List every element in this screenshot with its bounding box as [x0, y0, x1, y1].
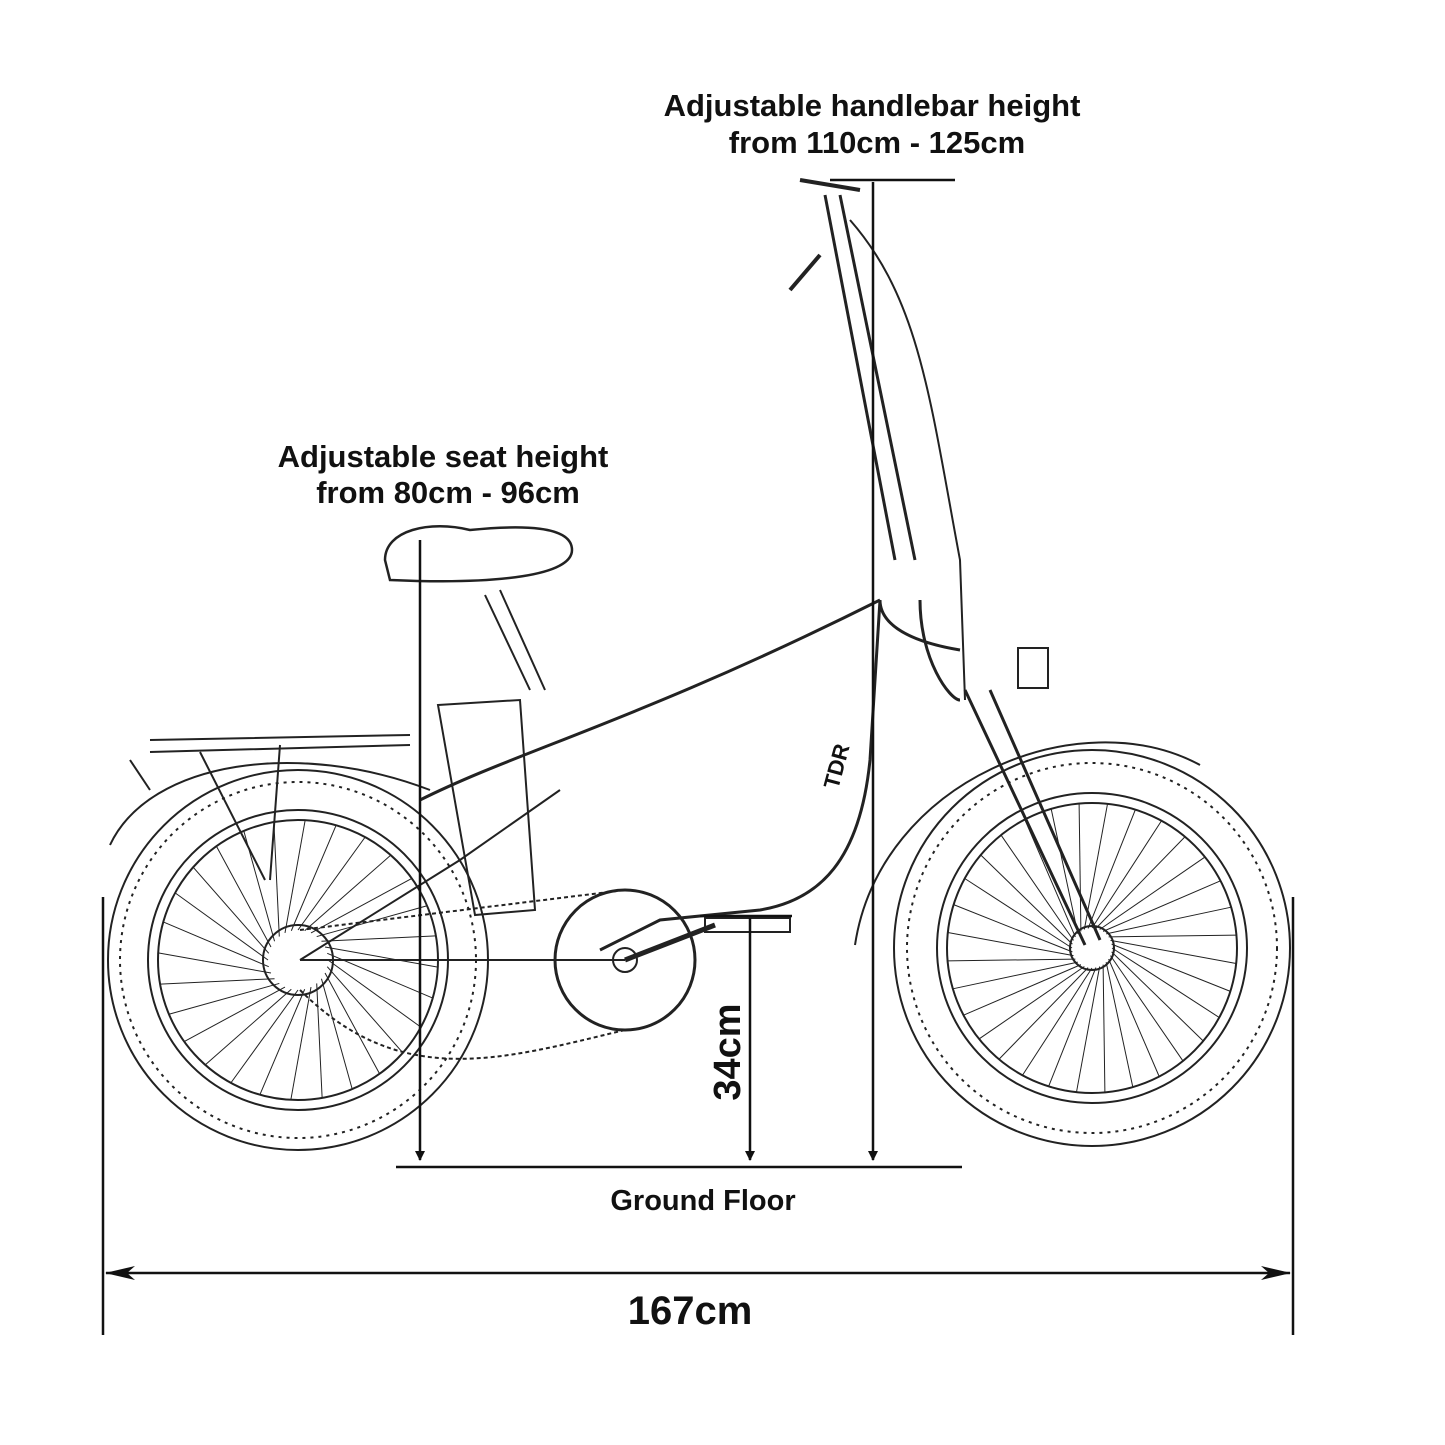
battery [436, 698, 537, 917]
spoke [324, 972, 381, 1075]
spoke [998, 967, 1089, 1060]
spoke [947, 958, 1076, 962]
spoke [204, 988, 292, 1066]
spoke [174, 892, 269, 961]
spoke [1022, 967, 1093, 1076]
spoke [310, 877, 413, 934]
spoke [1024, 819, 1076, 938]
spoke [304, 854, 392, 932]
spoke [1106, 906, 1232, 935]
spoke [273, 822, 280, 937]
rear-rack [129, 734, 411, 881]
spoke [160, 978, 275, 985]
spoke [1087, 809, 1136, 929]
spoke [168, 982, 280, 1015]
spoke [1083, 803, 1109, 930]
spoke [320, 978, 353, 1090]
spoke [1078, 803, 1082, 932]
headlight [1017, 647, 1049, 689]
frame [599, 599, 961, 952]
chain [299, 889, 626, 1060]
spoke [158, 952, 272, 974]
spoke [1000, 834, 1074, 941]
spoke [978, 966, 1085, 1040]
spoke [952, 961, 1078, 990]
pedal [704, 917, 791, 933]
handlebar [788, 178, 861, 292]
spoke [316, 983, 323, 1098]
chainring [553, 888, 697, 1032]
rear-fender [109, 762, 431, 846]
spoke [321, 935, 436, 942]
spoke [1102, 880, 1221, 932]
spoke [963, 964, 1082, 1016]
spoke [1075, 966, 1101, 1093]
pedal-height-label: 34cm [707, 1003, 749, 1100]
spoke [1099, 856, 1206, 930]
spoke [1111, 947, 1220, 1018]
spoke [1050, 808, 1079, 934]
seat-label-line2: from 80cm - 96cm [316, 475, 580, 510]
spoke [1105, 962, 1134, 1088]
spoke [290, 986, 312, 1100]
spoke [1091, 820, 1162, 929]
front-fork [963, 689, 1102, 946]
crank [624, 922, 716, 963]
spoke [1110, 955, 1184, 1062]
spoke [1048, 967, 1097, 1087]
seat [383, 525, 574, 583]
spoke [1110, 939, 1237, 965]
handlebar-label-line1: Adjustable handlebar height [664, 88, 1081, 123]
spoke [230, 989, 299, 1084]
spoke [1102, 964, 1106, 1093]
spoke [326, 966, 404, 1054]
bike-illustration [107, 178, 1291, 1151]
spoke [259, 989, 306, 1095]
spoke [215, 845, 272, 948]
spoke [290, 825, 337, 931]
spoke [163, 921, 269, 968]
spoke [1111, 951, 1204, 1042]
spoke [183, 986, 286, 1043]
spoke [1095, 836, 1186, 929]
spoke [327, 959, 422, 1028]
spoke [964, 878, 1073, 949]
spoke [1111, 943, 1231, 992]
spoke [953, 904, 1073, 953]
spoke [1108, 934, 1237, 938]
handlebar-label-line2: from 110cm - 125cm [729, 125, 1025, 160]
length-label: 167cm [628, 1289, 753, 1333]
front-fender [854, 741, 1201, 946]
spoke [297, 836, 366, 931]
front-wheel [893, 749, 1291, 1147]
spoke [1108, 958, 1160, 1077]
spoke [947, 931, 1074, 957]
frame-brand-text: TDR [819, 741, 855, 791]
spoke [284, 820, 306, 934]
seat-label-line1: Adjustable seat height [278, 439, 609, 474]
ground-label: Ground Floor [610, 1185, 795, 1217]
dimension-lines [101, 178, 1295, 1335]
spoke [192, 866, 270, 954]
cables [849, 219, 966, 701]
handlebar-stem [823, 194, 917, 561]
seat-post [484, 589, 546, 691]
spoke [980, 854, 1073, 945]
